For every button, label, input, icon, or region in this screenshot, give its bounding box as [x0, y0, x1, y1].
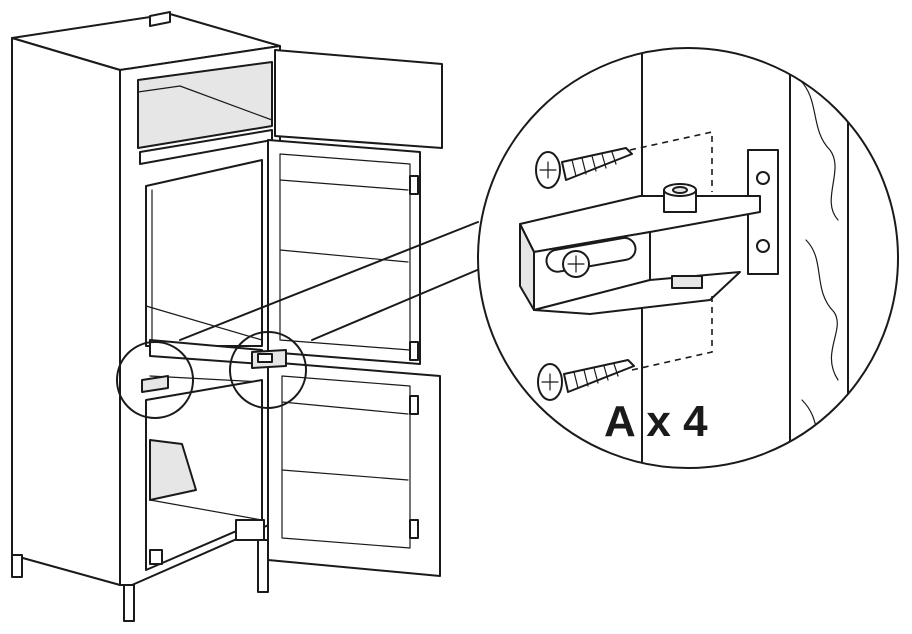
detail-circle-left — [116, 341, 194, 419]
door-hinge — [409, 395, 419, 415]
middle-door — [267, 139, 421, 365]
magnifier-ring — [477, 47, 899, 469]
screw-icon — [535, 147, 633, 189]
door-hinge — [409, 519, 419, 539]
upper-opening — [137, 61, 273, 149]
lower-door — [267, 361, 441, 577]
magnified-detail: A x 4 — [477, 47, 899, 469]
leg-front — [123, 584, 135, 622]
door-hinge — [409, 175, 419, 195]
leg-right — [257, 539, 269, 593]
screw-path-bottom — [631, 294, 713, 371]
bottom-hinge-left — [149, 549, 163, 565]
top-door — [274, 49, 443, 149]
callout-leader — [179, 221, 483, 341]
door-hinge — [409, 341, 419, 361]
cabinet-left-side — [11, 37, 121, 586]
part-quantity-label: A x 4 — [604, 397, 708, 446]
bottom-hinge-right — [235, 519, 265, 541]
screw-icon — [537, 359, 635, 401]
detail-circle-right — [229, 331, 307, 409]
door-section — [789, 48, 849, 468]
leg-left — [11, 554, 23, 578]
main-opening — [145, 159, 263, 347]
screw-path-top — [629, 131, 713, 192]
hinge-plate-small — [141, 375, 169, 393]
